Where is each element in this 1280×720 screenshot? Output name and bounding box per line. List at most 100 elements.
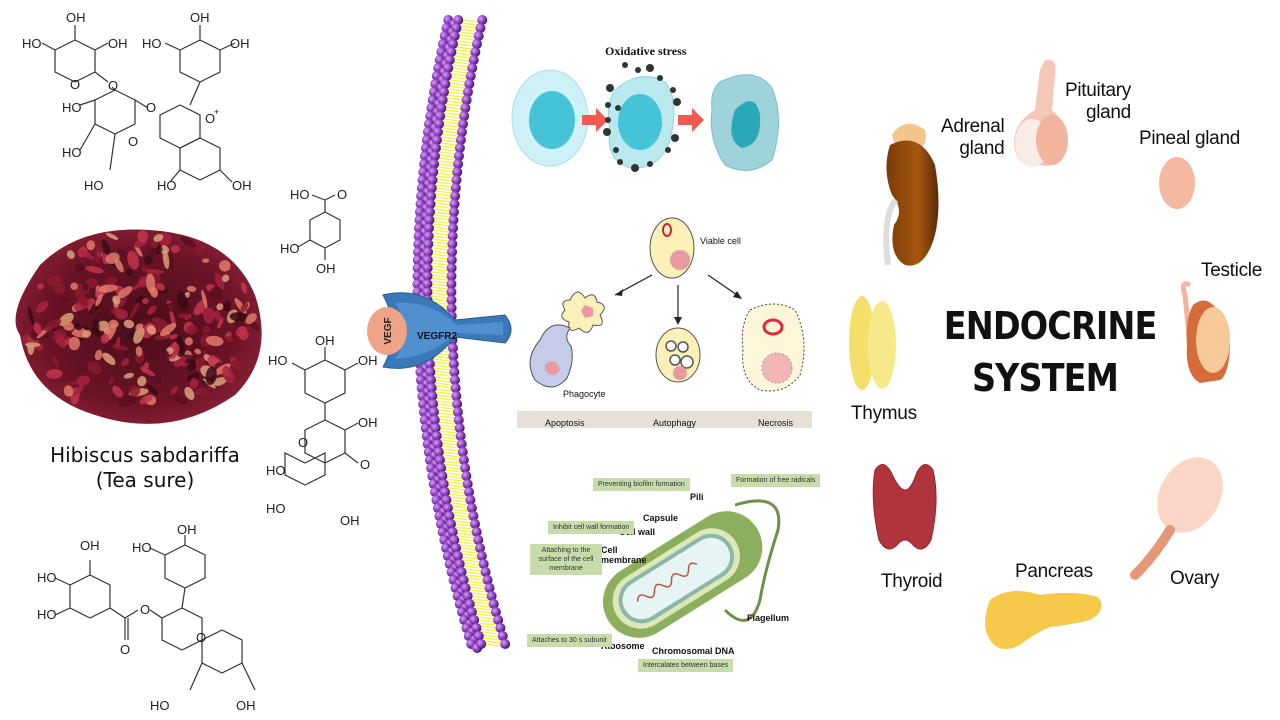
lipid-head [462, 479, 473, 489]
petal-flake [134, 245, 143, 257]
atom-label: HO [290, 187, 310, 202]
lipid-tail [435, 388, 452, 392]
petal-flake [129, 302, 140, 319]
atom-label: OH [236, 698, 256, 713]
ovary [1130, 457, 1223, 580]
mechanism-tag: Intercalates between bases [638, 659, 734, 672]
lipid-head [471, 527, 482, 537]
lipid-head [437, 471, 448, 481]
petal-flake [214, 272, 225, 290]
lipid-head [436, 103, 447, 113]
lipid-tail [455, 526, 472, 530]
lipid-head [432, 127, 443, 137]
lipid-head [448, 359, 459, 369]
atom-label: OH [108, 36, 128, 51]
petal-flake [78, 364, 87, 373]
lipid-head [453, 159, 464, 169]
cell-death-diagram [517, 217, 812, 428]
lipid-tail [435, 187, 452, 191]
free-radical-icon [657, 75, 663, 81]
lipid-head [488, 599, 499, 609]
lipid-tail [432, 232, 449, 236]
lipid-head [473, 31, 484, 41]
lipid-tail [431, 253, 449, 257]
atom-label: OH [66, 10, 86, 25]
vegfr2-receptor: VEGF VEGFR2 [367, 292, 512, 369]
lipid-tail [457, 535, 474, 539]
autophagy-cell [655, 327, 701, 383]
atom-label: HO [84, 178, 104, 193]
lipid-head [431, 135, 442, 145]
lipid-tail [438, 157, 455, 161]
lipid-head [461, 95, 472, 105]
lipid-tail [483, 637, 500, 641]
lipid-tail [431, 250, 449, 254]
atom-label: OH [80, 538, 100, 553]
lipid-tail [456, 43, 474, 47]
lipid-tail [438, 415, 455, 419]
lipid-head [469, 615, 480, 625]
lipid-tail [448, 85, 466, 89]
petal-flake [123, 372, 134, 379]
lipid-head [454, 559, 465, 569]
lipid-tail [456, 532, 473, 536]
lipid-tail [441, 130, 459, 134]
petal-flake [135, 346, 143, 357]
lipid-tail [453, 514, 470, 518]
atom-label: O [140, 602, 150, 617]
petal-flake [76, 375, 90, 386]
lipid-tail [443, 457, 460, 461]
free-radical-icon [670, 87, 676, 93]
lipid-head [446, 271, 457, 281]
adrenal-label-2: gland [959, 138, 1005, 159]
petal-flake [139, 394, 153, 405]
lipid-tail [468, 583, 485, 587]
lipid-tail [434, 202, 451, 206]
cell-wall-label: Cell wall [619, 527, 656, 537]
lipid-tail [437, 172, 454, 176]
lipid-tail [458, 37, 475, 41]
pili-label: Pili [690, 492, 704, 502]
lipid-head [431, 431, 442, 441]
lipid-tail [434, 373, 451, 377]
lipid-head [446, 295, 457, 305]
anthocyanin-structure: OH HO OH O O HO HO O O HO OH OH HO OH O … [22, 10, 252, 193]
petal-flake [186, 285, 197, 292]
lipid-head [449, 199, 460, 209]
lipid-tail [444, 112, 461, 116]
lipid-head [461, 471, 472, 481]
petal-flake [37, 283, 44, 290]
lipid-tail [472, 598, 489, 602]
petal-flake [169, 250, 174, 271]
lipid-tail [444, 463, 461, 467]
cell-membrane-label: Cell membrane [601, 545, 647, 565]
chromosomal-dna [636, 562, 698, 602]
petal-flake [160, 322, 177, 337]
lipid-tail [456, 529, 473, 533]
lipid-tail [434, 205, 451, 209]
cell-membrane-bilayer [412, 15, 511, 653]
lipid-tail [461, 22, 478, 26]
free-radical-icon [615, 105, 621, 111]
atom-label: O [120, 642, 130, 657]
lipid-head [500, 639, 511, 649]
petal-flake [137, 376, 147, 387]
lipid-tail [436, 400, 453, 404]
lipid-head [429, 415, 440, 425]
lipid-head [447, 527, 458, 537]
pineal-gland [1159, 157, 1195, 209]
lipid-tail [456, 46, 473, 50]
petal-flake [225, 336, 234, 343]
lipid-tail [482, 634, 499, 638]
lipid-tail [461, 556, 479, 560]
lipid-head [448, 215, 459, 225]
petal-flake [117, 286, 133, 299]
lipid-tail [450, 76, 467, 80]
lipid-head [423, 239, 434, 249]
petal-flake [142, 298, 149, 304]
lipid-head [459, 111, 470, 121]
lipid-head [422, 255, 433, 265]
lipid-head [436, 463, 447, 473]
petal-flake [183, 354, 200, 361]
lipid-head [428, 399, 439, 409]
